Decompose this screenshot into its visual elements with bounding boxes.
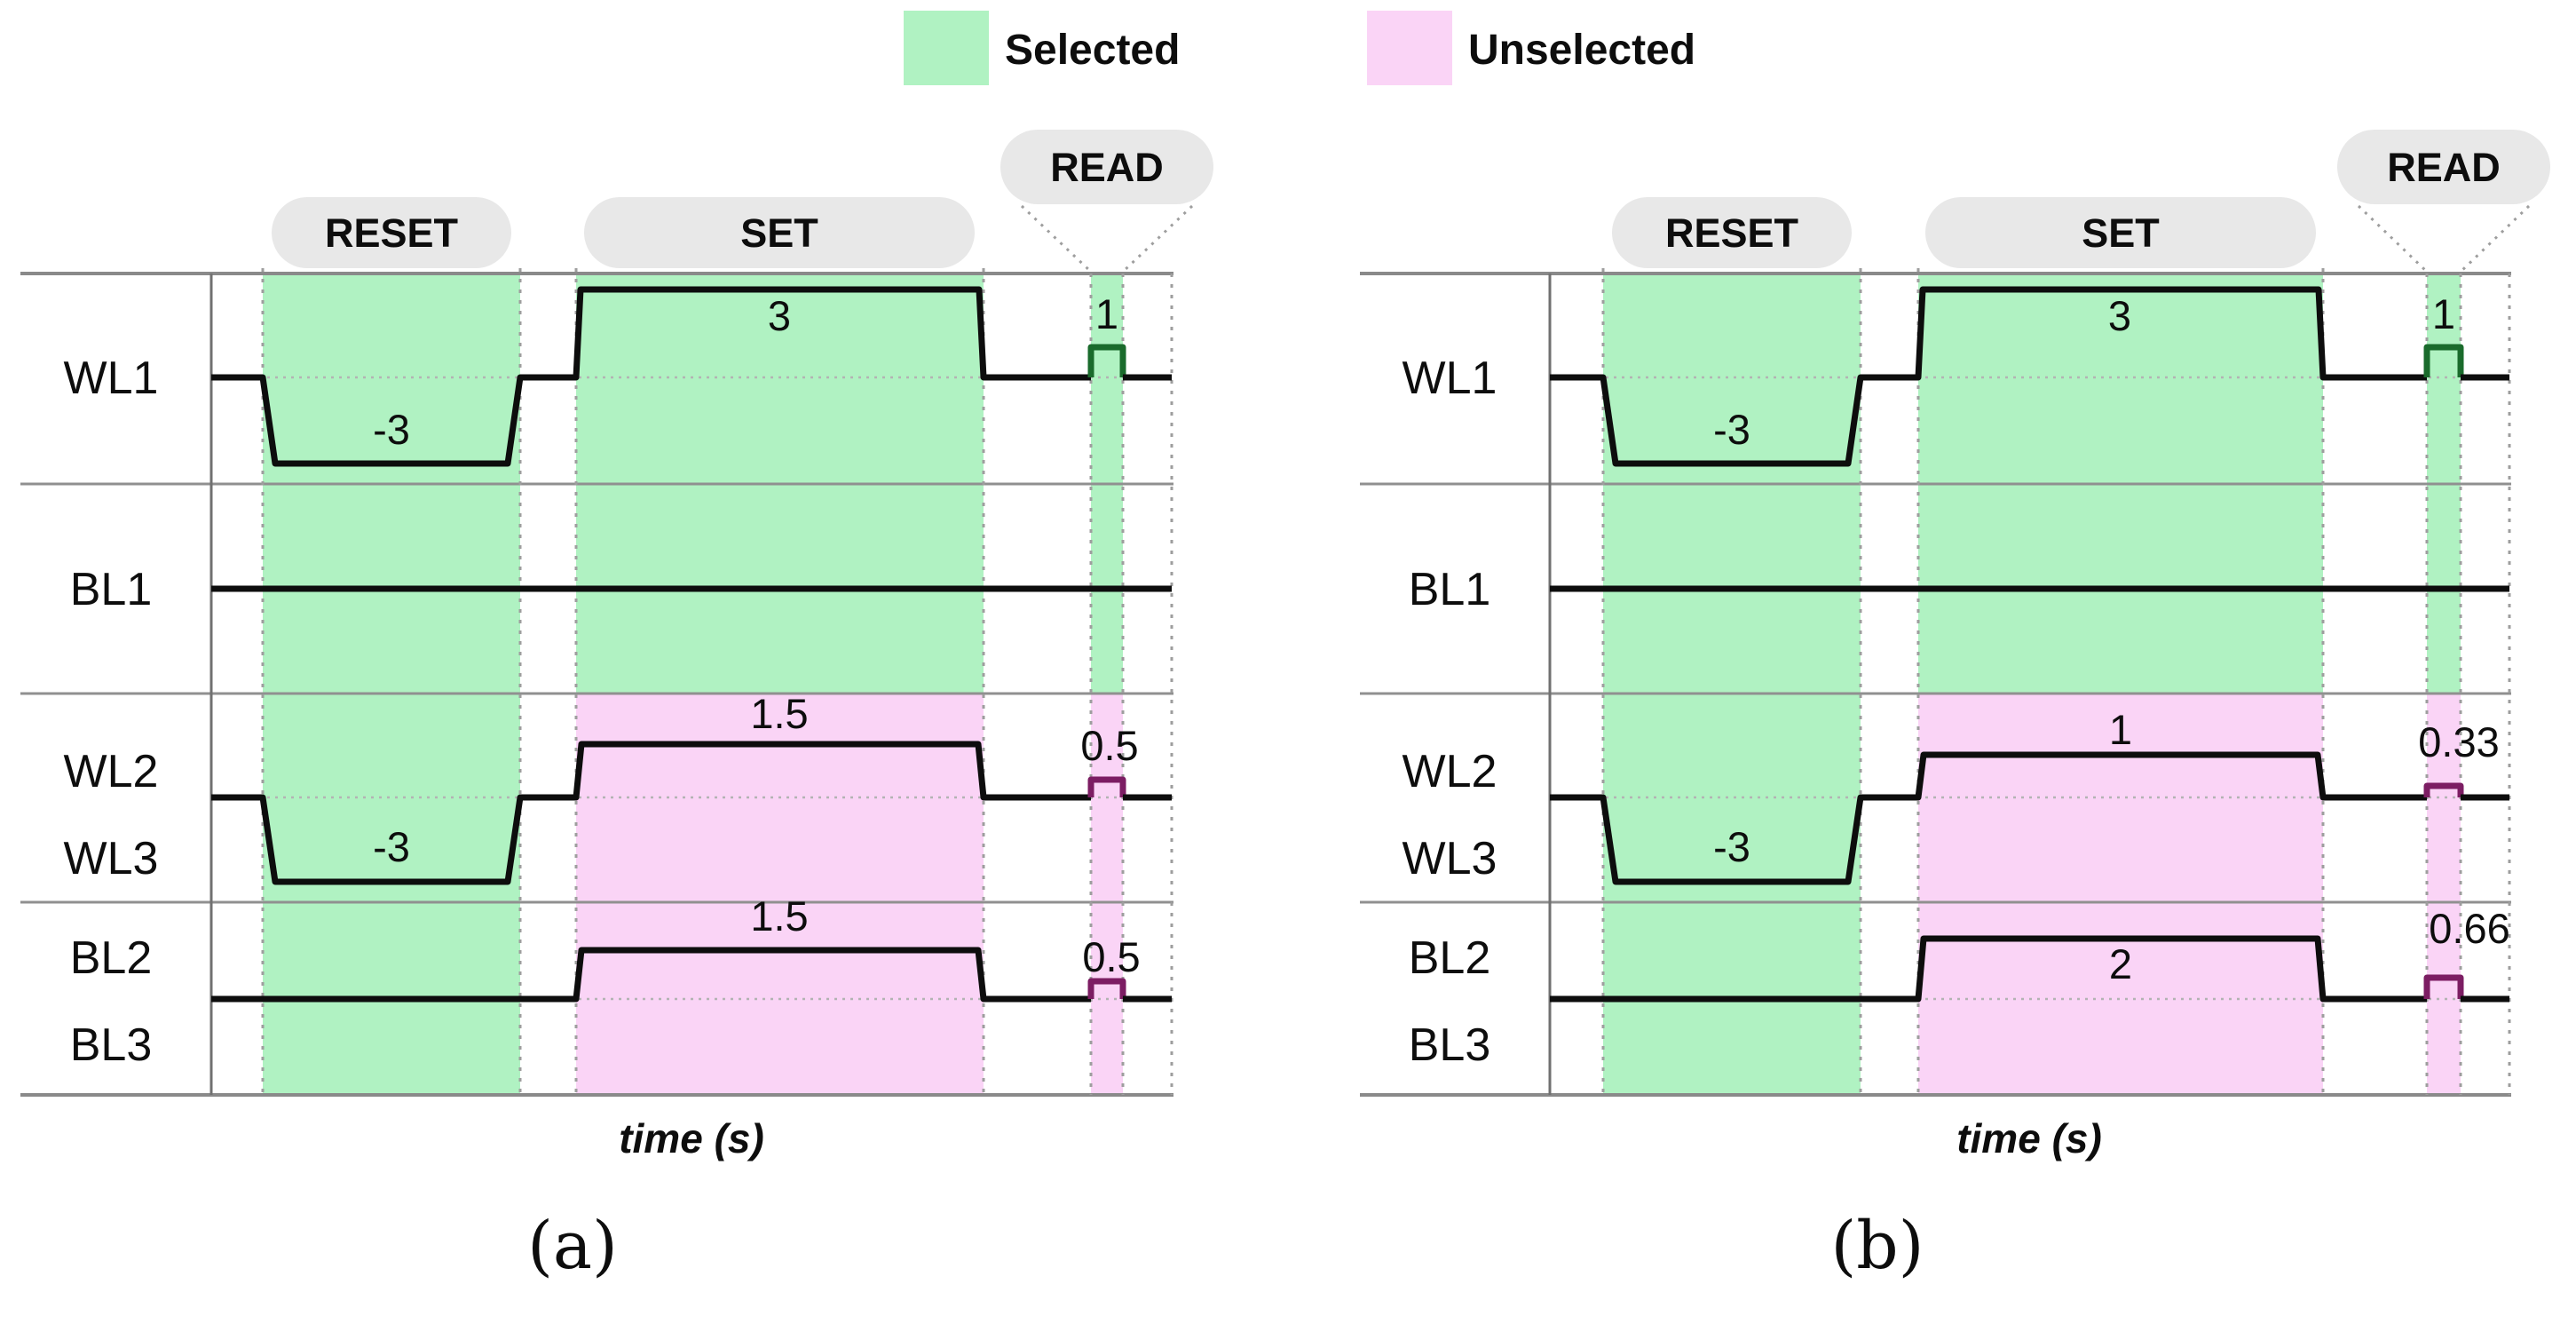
read-pill-label: READ [2387,145,2501,190]
reset-pill [1612,197,1852,268]
wl23-read-pulse [2423,782,2464,797]
reset-pill-label: RESET [1665,210,1798,256]
panel-b-bands [1603,274,2461,1095]
row-label-wl2: WL2 [1403,746,1497,797]
wl23-trace [211,741,1091,885]
row-label-wl2: WL2 [64,746,159,797]
wl23-reset-value: -3 [373,823,410,870]
panel-a-values: -3 3 1 -3 1.5 0.5 1.5 0.5 [373,290,1141,980]
read-callout-right-line [1121,204,1194,274]
legend: Selected Unselected [904,11,1695,85]
wl23-reset-value: -3 [1713,823,1750,870]
bl23-set-value: 1.5 [750,892,808,939]
read-band-unselected [1091,694,1123,1095]
reset-pill-label: RESET [325,210,458,256]
read-callout-left-line [1020,204,1093,274]
row-label-bl1: BL1 [1409,564,1491,615]
legend-selected-swatch [904,11,989,85]
panel-a-traces [211,286,1172,1003]
reset-band-selected [1603,274,1861,1095]
read-pill-label: READ [1050,145,1164,190]
row-label-bl3: BL3 [1409,1019,1491,1071]
wl23-set-value: 1 [2109,706,2132,753]
panel-b-caption: (b) [1830,1208,1924,1284]
wl23-read-value: 0.33 [2418,718,2499,765]
reset-band-selected [263,274,520,1095]
read-pill [1000,130,1213,204]
wl1-read-pulse [2423,344,2464,377]
row-label-bl1: BL1 [70,564,153,615]
panel-b-time-axis-label: time (s) [1956,1115,2102,1161]
panel-b-phase-labels: RESET SET READ [1612,130,2550,268]
wl1-read-value: 1 [1095,290,1118,337]
bl23-trace [211,947,1091,1003]
reset-pill [272,197,511,268]
bl23-read-value: 0.5 [1082,933,1140,980]
row-label-bl2: BL2 [70,932,153,984]
legend-unselected-label: Unselected [1468,27,1695,74]
wl1-read-value: 1 [2432,290,2455,337]
wl23-trace [1550,751,2427,885]
panel-b-values: -3 3 1 -3 1 0.33 2 0.66 [1713,290,2510,987]
legend-unselected-swatch [1367,11,1452,85]
bl23-read-pulse [2423,974,2464,999]
row-label-wl3: WL3 [1403,833,1497,884]
wl23-set-value: 1.5 [750,690,808,737]
wl23-read-pulse [1087,776,1126,797]
wl1-read-pulse [1087,344,1126,377]
row-label-wl1: WL1 [64,353,159,404]
set-pill [584,197,975,268]
wl1-trace [211,286,1091,467]
panel-a-phase-labels: RESET SET READ [272,130,1213,268]
panel-a-time-axis-label: time (s) [619,1115,764,1161]
row-label-wl3: WL3 [64,833,159,884]
panel-a: RESET SET READ WL1 BL1 WL2 WL3 BL2 B [20,130,1213,1284]
bl23-trace [1550,935,2427,1003]
read-callout-right-line [2459,204,2531,274]
wl1-set-value: 3 [2108,292,2131,339]
set-band-unselected [576,694,984,1095]
read-pill [2337,130,2550,204]
read-callout-left-line [2357,204,2429,274]
panel-a-caption: (a) [527,1208,618,1284]
set-pill-label: SET [2082,210,2160,256]
legend-selected-label: Selected [1005,27,1180,74]
row-label-wl1: WL1 [1403,353,1497,404]
wl1-reset-value: -3 [1713,406,1750,453]
set-pill-label: SET [740,210,818,256]
panel-b-traces [1550,286,2509,1003]
panel-a-bands [263,274,1123,1095]
panel-a-row-labels: WL1 BL1 WL2 WL3 BL2 BL3 [64,353,159,1071]
bl23-set-value: 2 [2109,940,2132,987]
wl1-trace [1550,286,2427,467]
row-label-bl3: BL3 [70,1019,153,1071]
wl1-reset-value: -3 [373,406,410,453]
bl23-read-value: 0.66 [2429,905,2509,952]
set-band-unselected [1918,694,2323,1095]
set-pill [1925,197,2316,268]
panel-b-row-labels: WL1 BL1 WL2 WL3 BL2 BL3 [1403,353,1497,1071]
wl23-read-value: 0.5 [1080,722,1138,769]
row-label-bl2: BL2 [1409,932,1491,984]
panel-b: RESET SET READ WL1 BL1 WL2 WL3 BL2 B [1360,130,2550,1284]
wl1-set-value: 3 [768,292,791,339]
bl23-read-pulse [1087,978,1126,999]
read-band-unselected [2427,694,2461,1095]
